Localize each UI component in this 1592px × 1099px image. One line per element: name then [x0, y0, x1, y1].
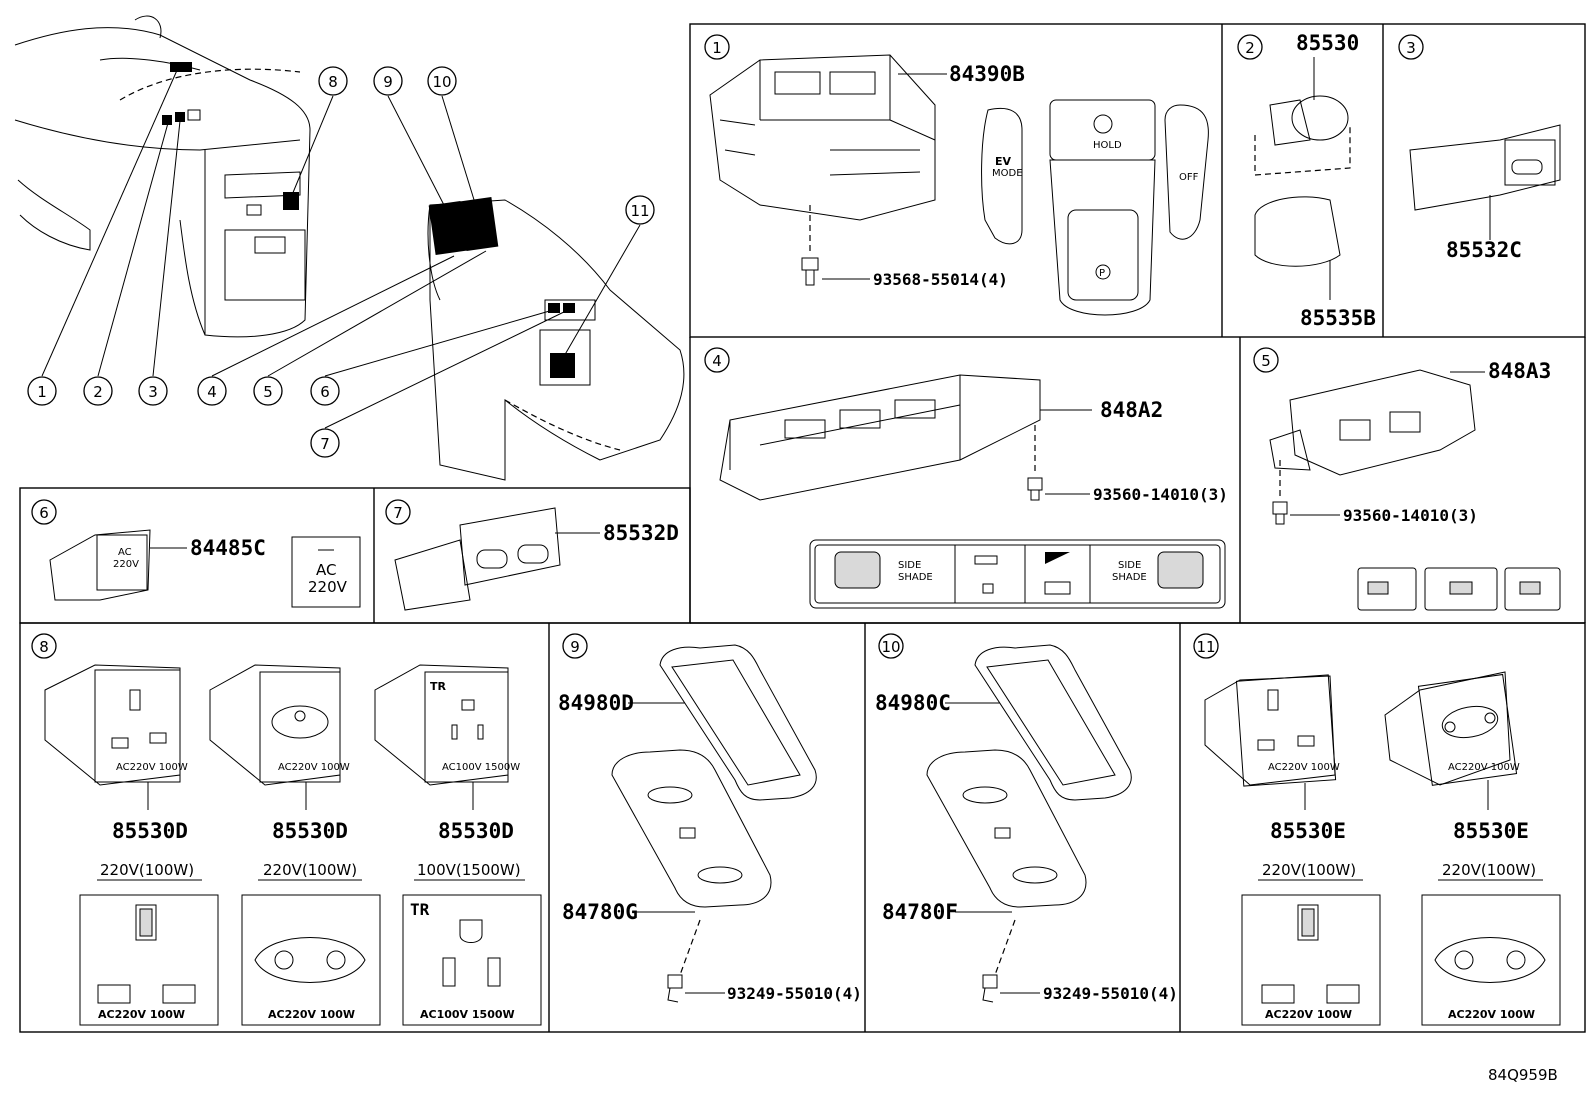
part-85530: 85530: [1296, 31, 1359, 55]
callout-10: 10: [432, 73, 451, 91]
part-85532D: 85532D: [603, 521, 679, 545]
panel-4-number: 4: [712, 352, 722, 370]
p8-o1-part: 85530D: [112, 819, 188, 843]
p11-o2-rating: 220V(100W): [1442, 861, 1536, 879]
part-93568-55014: 93568-55014(4): [873, 270, 1008, 289]
panel-9-number: 9: [570, 638, 580, 656]
diagram-code: 84Q959B: [1488, 1066, 1558, 1084]
p10-charger-part: 84780F: [882, 900, 958, 924]
part-848A2: 848A2: [1100, 398, 1163, 422]
callout-9: 9: [383, 73, 393, 91]
p6-face-ac: AC: [316, 561, 336, 579]
p8-o3-tag: TR: [410, 900, 430, 919]
panel-3-number: 3: [1406, 39, 1416, 57]
callout-11: 11: [630, 202, 649, 220]
callout-5: 5: [263, 383, 273, 401]
side-shade-left-l2: SHADE: [898, 572, 933, 583]
p8-o2-part: 85530D: [272, 819, 348, 843]
p8-o3-label: AC100V 1500W: [420, 1008, 515, 1021]
overview-callouts: 1 2 3 4 5 6 7 8 9 10 11: [27, 66, 655, 458]
p11-o2-label: AC220V 100W: [1448, 1008, 1535, 1021]
p9-screw: 93249-55010(4): [727, 984, 862, 1003]
panel-10: 10 84980C 84780F 93249-55010(4): [875, 633, 1178, 1003]
callout-8: 8: [328, 73, 338, 91]
p8-o1-label: AC220V 100W: [98, 1008, 185, 1021]
p6-switch-ac: AC: [118, 547, 132, 558]
callout-3: 3: [148, 383, 158, 401]
callout-2: 2: [93, 383, 103, 401]
overview-leaders: [41, 67, 641, 429]
ev-mode-label: MODE: [992, 168, 1023, 179]
panel-7: 7 85532D: [385, 499, 679, 611]
p8-o1-face: AC220V 100W: [116, 762, 188, 773]
panel-1-number: 1: [712, 39, 722, 57]
p10-screw: 93249-55010(4): [1043, 984, 1178, 1003]
side-shade-left-l1: SIDE: [898, 560, 921, 571]
panel-6-number: 6: [39, 504, 49, 522]
p8-o3-rating: 100V(1500W): [417, 861, 521, 879]
p8-o3-face: AC100V 1500W: [442, 762, 520, 773]
panel-borders: [19, 23, 1586, 1033]
part-848A3: 848A3: [1488, 359, 1551, 383]
p11-o1-rating: 220V(100W): [1262, 861, 1356, 879]
part-84485C: 84485C: [190, 536, 266, 560]
panel-6: 6 AC 220V 84485C AC 220V: [31, 499, 361, 608]
p8-o2-face: AC220V 100W: [278, 762, 350, 773]
panel-3: 3 85532C: [1398, 34, 1561, 262]
p11-o1-label: AC220V 100W: [1265, 1008, 1352, 1021]
panel-11-number: 11: [1196, 638, 1215, 656]
part-85532C: 85532C: [1446, 238, 1522, 262]
p6-face-220v: 220V: [308, 578, 348, 596]
hold-label: HOLD: [1093, 140, 1122, 151]
p9-charger-part: 84780G: [562, 900, 638, 924]
panel-9: 9 84980D 84780G 93249-55010(4): [558, 633, 862, 1003]
callout-7: 7: [320, 435, 330, 453]
panel-7-number: 7: [393, 504, 403, 522]
side-shade-right-l2: SHADE: [1112, 572, 1147, 583]
panel-11: 11 AC220V 100W 85530E 220V(100W) AC220V …: [1193, 633, 1561, 1026]
p11-o1-part: 85530E: [1270, 819, 1346, 843]
side-shade-right-l1: SIDE: [1118, 560, 1141, 571]
p8-o2-label: AC220V 100W: [268, 1008, 355, 1021]
callout-1: 1: [37, 383, 47, 401]
p8-o3-part: 85530D: [438, 819, 514, 843]
panel-5: 5 848A3 93560-14010(3): [1253, 347, 1561, 611]
panel-5-number: 5: [1261, 352, 1271, 370]
p8-o3-tag-small: TR: [430, 680, 447, 693]
panel-8-number: 8: [39, 638, 49, 656]
part-93560-14010-a: 93560-14010(3): [1093, 485, 1228, 504]
p11-o1-face: AC220V 100W: [1268, 762, 1340, 773]
ev-label: EV: [995, 155, 1012, 168]
p8-o2-rating: 220V(100W): [263, 861, 357, 879]
p9-pad-part: 84980D: [558, 691, 634, 715]
p-label: P: [1099, 268, 1105, 279]
p8-o1-rating: 220V(100W): [100, 861, 194, 879]
p11-o2-face: AC220V 100W: [1448, 762, 1520, 773]
p11-o2-part: 85530E: [1453, 819, 1529, 843]
overview-console: [14, 15, 685, 481]
panel-10-number: 10: [881, 638, 900, 656]
part-85535B: 85535B: [1300, 306, 1376, 330]
off-label: OFF: [1179, 172, 1199, 183]
panel-2: 2 85530 85535B: [1237, 31, 1376, 330]
p6-switch-220v: 220V: [113, 559, 139, 570]
panel-8: 8 AC220V 100W 85530D 220V(100W) AC220V 1…: [31, 633, 542, 1026]
panel-2-number: 2: [1245, 39, 1255, 57]
panel-4: 4 848A2 93560-14010(3) SIDE SHADE SIDE S…: [704, 347, 1228, 609]
panel-1: 1 84390B 93568-55014(4) EV MODE HOLD P O…: [704, 34, 1209, 316]
p10-pad-part: 84980C: [875, 691, 951, 715]
callout-6: 6: [320, 383, 330, 401]
part-93560-14010-b: 93560-14010(3): [1343, 506, 1478, 525]
part-84390B: 84390B: [949, 62, 1025, 86]
callout-4: 4: [207, 383, 217, 401]
